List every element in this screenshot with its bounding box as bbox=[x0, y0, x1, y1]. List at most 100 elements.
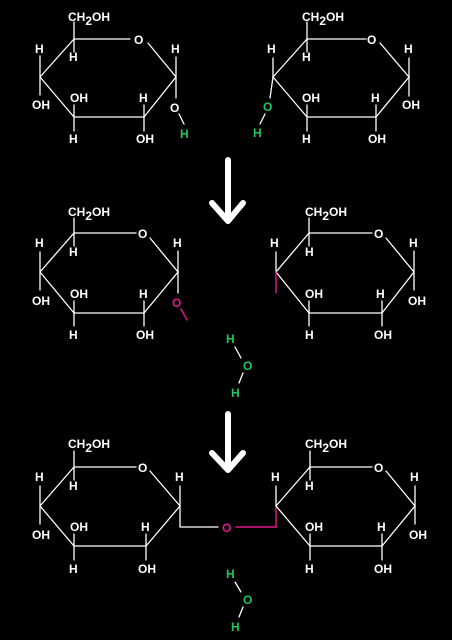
c4-h-label: H bbox=[267, 42, 276, 56]
ring-bonds-2 bbox=[39, 232, 179, 314]
ring-oxygen-label: O bbox=[374, 227, 383, 241]
ring-bonds-2 bbox=[272, 38, 410, 118]
ch2oh-label: CH2OH bbox=[302, 10, 344, 28]
c2-h-label: H bbox=[371, 91, 380, 105]
ring-oxygen-label: O bbox=[134, 33, 143, 47]
c1-oh-label: OH bbox=[409, 528, 427, 542]
c3-h-label: H bbox=[305, 328, 314, 342]
ch2oh-label: CH2OH bbox=[68, 10, 110, 28]
c1-reacting-h-label: H bbox=[180, 127, 189, 141]
glycosidic-bond-right bbox=[235, 505, 277, 528]
water-molecule: H O H bbox=[226, 332, 252, 400]
reactants-row: CH2OH O H H OH OH H H OH H O H bbox=[32, 10, 420, 146]
c4-h-label: H bbox=[270, 236, 279, 250]
c5-h-label: H bbox=[305, 479, 314, 493]
c2-oh-label: OH bbox=[138, 562, 156, 576]
water-h-bottom: H bbox=[231, 386, 240, 400]
c4-reacting-h-label: H bbox=[253, 126, 262, 140]
glycosidic-oxygen-label: O bbox=[222, 521, 231, 535]
c1-oh-label: OH bbox=[408, 294, 426, 308]
c1-glycosidic-o-label: O bbox=[172, 296, 181, 310]
glucose-left-2: CH2OH O H H OH OH H H OH H O bbox=[32, 205, 188, 342]
c2-oh-label: OH bbox=[136, 328, 154, 342]
ch2oh-label: CH2OH bbox=[68, 437, 110, 455]
c3-h-label: H bbox=[302, 132, 311, 146]
ring-bonds-2 bbox=[39, 38, 177, 118]
ch2oh-label: CH2OH bbox=[305, 437, 347, 455]
c1-open-bond bbox=[180, 308, 188, 321]
c3-h-label: H bbox=[69, 132, 78, 146]
ring-bonds-2 bbox=[275, 232, 415, 314]
ring-oxygen-label: O bbox=[367, 33, 376, 47]
ring-oxygen-label: O bbox=[138, 227, 147, 241]
glucose-left: CH2OH O H H OH OH H H OH H O H bbox=[32, 10, 189, 146]
c1-h-label: H bbox=[409, 236, 418, 250]
water-bond-1 bbox=[234, 581, 242, 593]
c5-h-label: H bbox=[302, 50, 311, 64]
glucose-right: CH2OH O H H O H OH H H OH H OH bbox=[253, 10, 420, 146]
c4-oh-label: OH bbox=[32, 294, 50, 308]
c2-h-label: H bbox=[376, 287, 385, 301]
glucose-right-3: CH2OH O H H OH H H OH H OH bbox=[271, 437, 427, 576]
c1-glycosidic-bond bbox=[179, 505, 219, 528]
water-bond-2 bbox=[238, 606, 244, 618]
c4-oh-label: OH bbox=[32, 528, 50, 542]
c2-h-label: H bbox=[377, 520, 386, 534]
water-bond-2 bbox=[238, 372, 244, 384]
c5-h-label: H bbox=[305, 245, 314, 259]
ring-oxygen-label: O bbox=[138, 461, 147, 475]
c4-h-label: H bbox=[35, 236, 44, 250]
glucose-right-2: CH2OH O H H OH H H OH H OH bbox=[270, 205, 426, 342]
ring-oxygen-label: O bbox=[374, 461, 383, 475]
c4-oh-h-bond bbox=[259, 113, 266, 125]
down-arrow-icon bbox=[209, 411, 246, 473]
c2-h-label: H bbox=[139, 91, 148, 105]
c4-h-label: H bbox=[35, 42, 44, 56]
ring-bonds-2 bbox=[39, 466, 181, 547]
c4-h-label: H bbox=[271, 470, 280, 484]
c2-h-label: H bbox=[141, 520, 150, 534]
water-bond-1 bbox=[234, 346, 242, 359]
glucose-left-3: CH2OH O H H OH OH H H OH H bbox=[32, 437, 219, 576]
c1-h-label: H bbox=[175, 470, 184, 484]
c4-reacting-o-label: O bbox=[263, 100, 272, 114]
c5-h-label: H bbox=[69, 479, 78, 493]
c1-oh-label: OH bbox=[402, 98, 420, 112]
water-h-bottom: H bbox=[231, 620, 240, 634]
water-o: O bbox=[243, 593, 252, 607]
c2-oh-label: OH bbox=[136, 132, 154, 146]
c3-oh-label: OH bbox=[305, 287, 323, 301]
c2-oh-label: OH bbox=[374, 562, 392, 576]
ch2oh-label: CH2OH bbox=[305, 205, 347, 223]
c4-oh-label: OH bbox=[32, 98, 50, 112]
c5-h-label: H bbox=[69, 245, 78, 259]
water-h-top: H bbox=[226, 567, 235, 581]
c1-h-label: H bbox=[173, 236, 182, 250]
c3-oh-label: OH bbox=[305, 520, 323, 534]
water-h-top: H bbox=[226, 332, 235, 346]
c5-h-label: H bbox=[69, 50, 78, 64]
c4-o-bond bbox=[269, 76, 274, 99]
c3-oh-label: OH bbox=[70, 287, 88, 301]
c3-h-label: H bbox=[69, 562, 78, 576]
bond-formation-row: CH2OH O H H OH OH H H OH H O CH2 bbox=[32, 205, 426, 400]
ch2oh-label: CH2OH bbox=[68, 205, 110, 223]
c4-h-label: H bbox=[35, 470, 44, 484]
c3-h-label: H bbox=[69, 328, 78, 342]
c1-h-label: H bbox=[404, 42, 413, 56]
water-molecule-product: H O H bbox=[226, 567, 252, 634]
disaccharide-row: CH2OH O H H OH OH H H OH H O CH2OH bbox=[32, 437, 427, 634]
down-arrow-icon bbox=[209, 157, 246, 224]
c3-oh-label: OH bbox=[70, 520, 88, 534]
c3-oh-label: OH bbox=[302, 91, 320, 105]
c2-oh-label: OH bbox=[374, 328, 392, 342]
c3-oh-label: OH bbox=[70, 91, 88, 105]
water-o: O bbox=[243, 359, 252, 373]
c1-oh-h-bond bbox=[178, 113, 185, 125]
c1-o-label: O bbox=[170, 101, 179, 115]
c1-h-label: H bbox=[410, 470, 419, 484]
c2-h-label: H bbox=[139, 287, 148, 301]
c2-oh-label: OH bbox=[368, 132, 386, 146]
ring-bonds-2 bbox=[275, 466, 416, 547]
